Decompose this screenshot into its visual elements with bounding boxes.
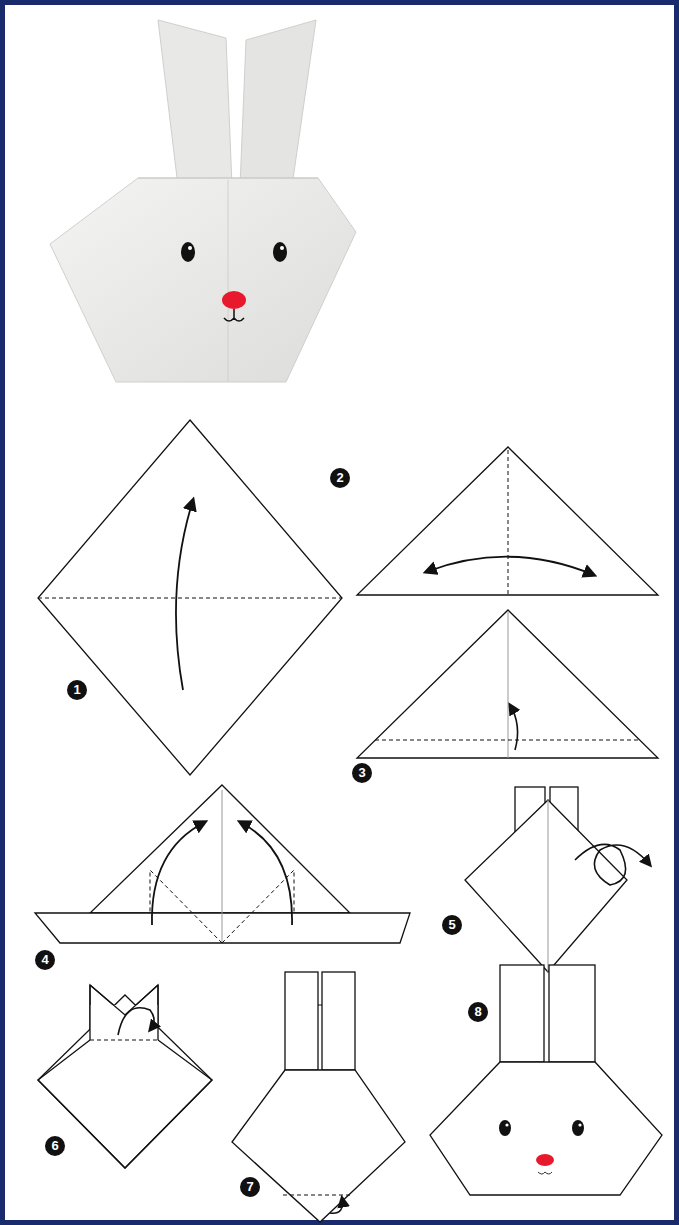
step-number: 2 (330, 468, 350, 488)
step-number: 6 (45, 1136, 65, 1156)
step-number: 8 (468, 1002, 488, 1022)
step-number: 1 (67, 680, 87, 700)
step-number: 7 (240, 1177, 260, 1197)
step-number: 3 (352, 763, 372, 783)
bunny-photo (50, 20, 356, 382)
step-number: 5 (442, 915, 462, 935)
fold-diagrams (35, 420, 662, 1222)
step-number: 4 (35, 950, 55, 970)
